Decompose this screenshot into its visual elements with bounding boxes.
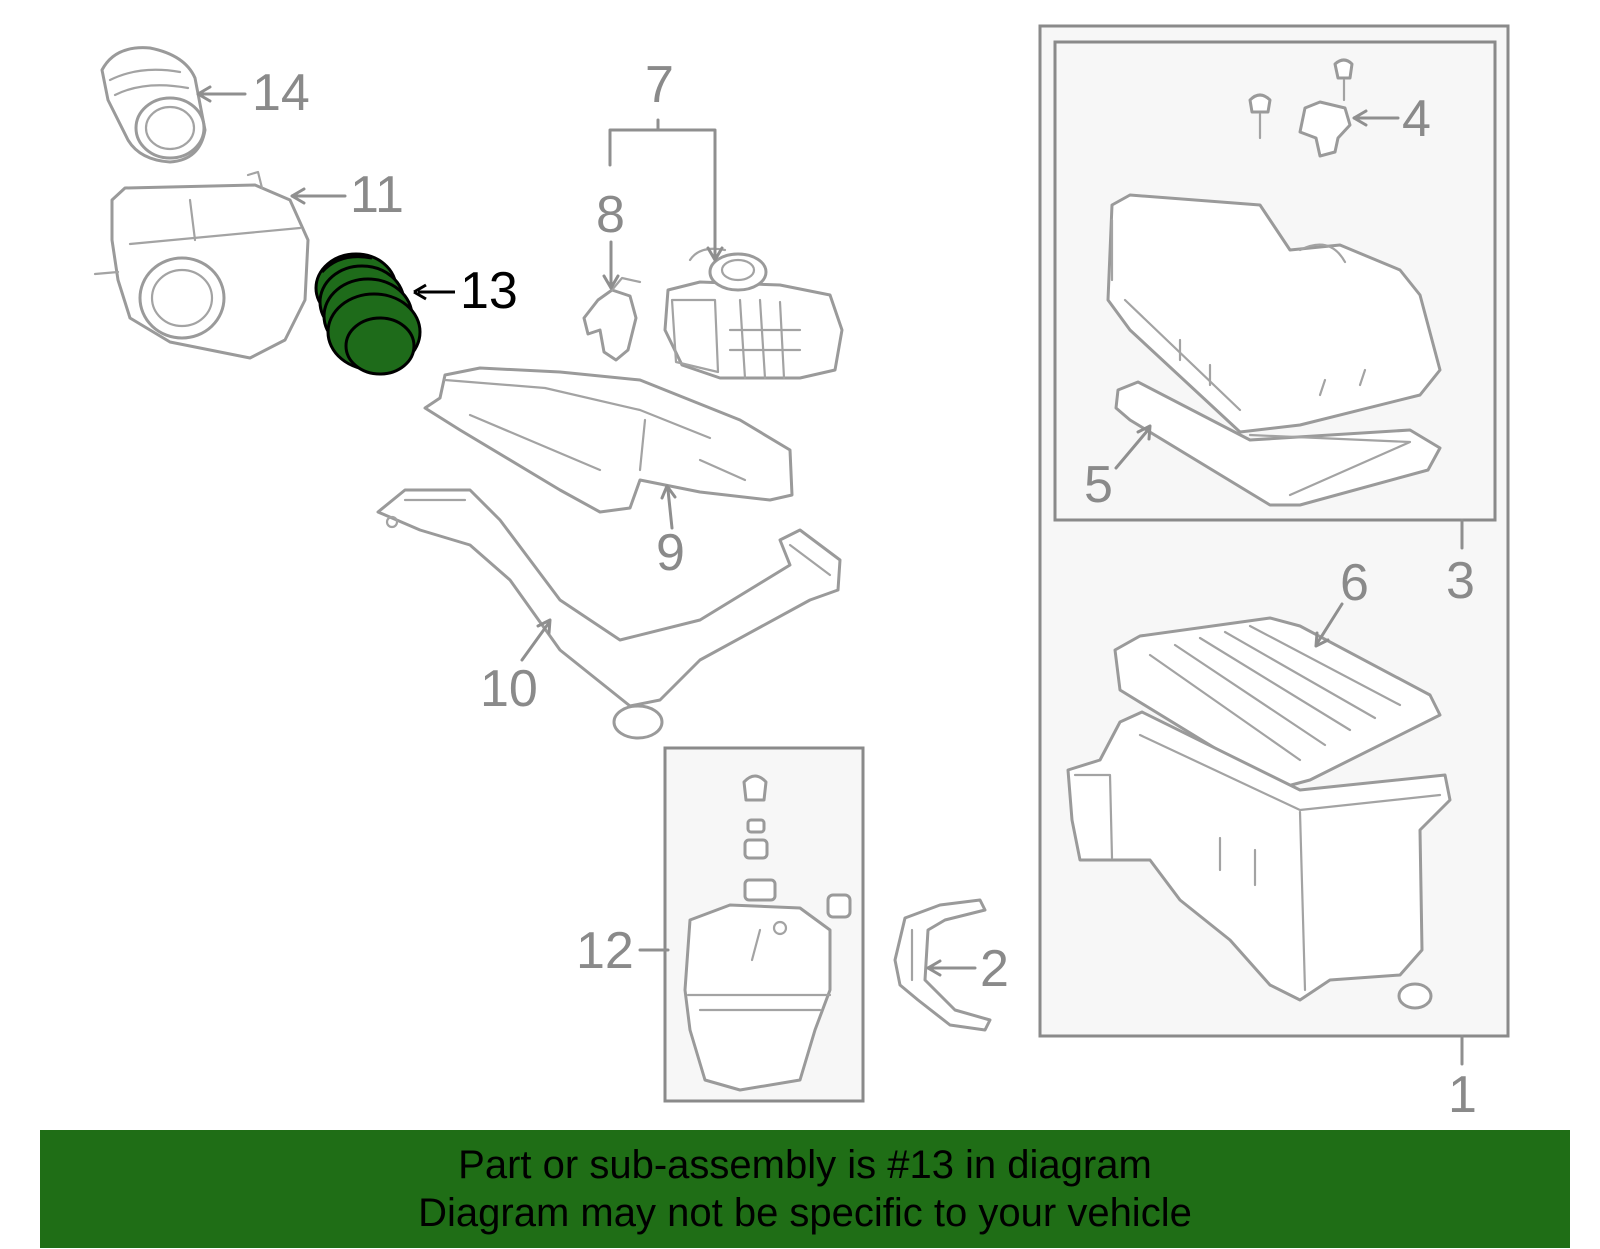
callout-9: 9 [656,524,685,582]
part-14-intake-hose[interactable] [100,46,207,164]
part-9-air-inlet[interactable] [423,366,794,514]
banner-line-disclaimer: Diagram may not be specific to your vehi… [418,1191,1192,1235]
callout-10: 10 [480,660,538,718]
callout-7: 7 [645,56,674,114]
callout-5: 5 [1084,456,1113,514]
callout-13: 13 [460,262,518,320]
callout-6: 6 [1340,554,1369,612]
leader-lines [196,85,1464,1066]
part-2-bracket[interactable] [893,898,992,1032]
part-5-gasket[interactable] [1114,380,1442,507]
banner-line-part: Part or sub-assembly is #13 in diagram [458,1143,1152,1187]
info-banner-background [40,1130,1570,1248]
callout-4: 4 [1402,90,1431,148]
part-3-air-cleaner-cap[interactable] [1106,193,1442,434]
callout-3: 3 [1446,552,1475,610]
part-4-sensor[interactable] [1248,58,1354,158]
part-11-resonator[interactable] [93,170,310,360]
callout-1: 1 [1448,1066,1477,1124]
callout-11: 11 [350,166,404,224]
part-12-reservoir[interactable] [683,774,852,1092]
callout-14: 14 [252,64,310,122]
part-8-sensor[interactable] [582,276,642,362]
part-7-air-flow-meter[interactable] [663,247,844,380]
part-1-air-cleaner-case[interactable] [1066,710,1452,1010]
callout-2: 2 [980,940,1009,998]
info-banner: Part or sub-assembly is #13 in diagram D… [40,1130,1570,1248]
callout-8: 8 [596,186,625,244]
part-6-filter-element[interactable] [1113,616,1442,790]
callout-12: 12 [576,922,634,980]
part-13-air-intake-boot[interactable] [314,252,422,376]
part-10-inlet-pipe[interactable] [376,488,842,740]
